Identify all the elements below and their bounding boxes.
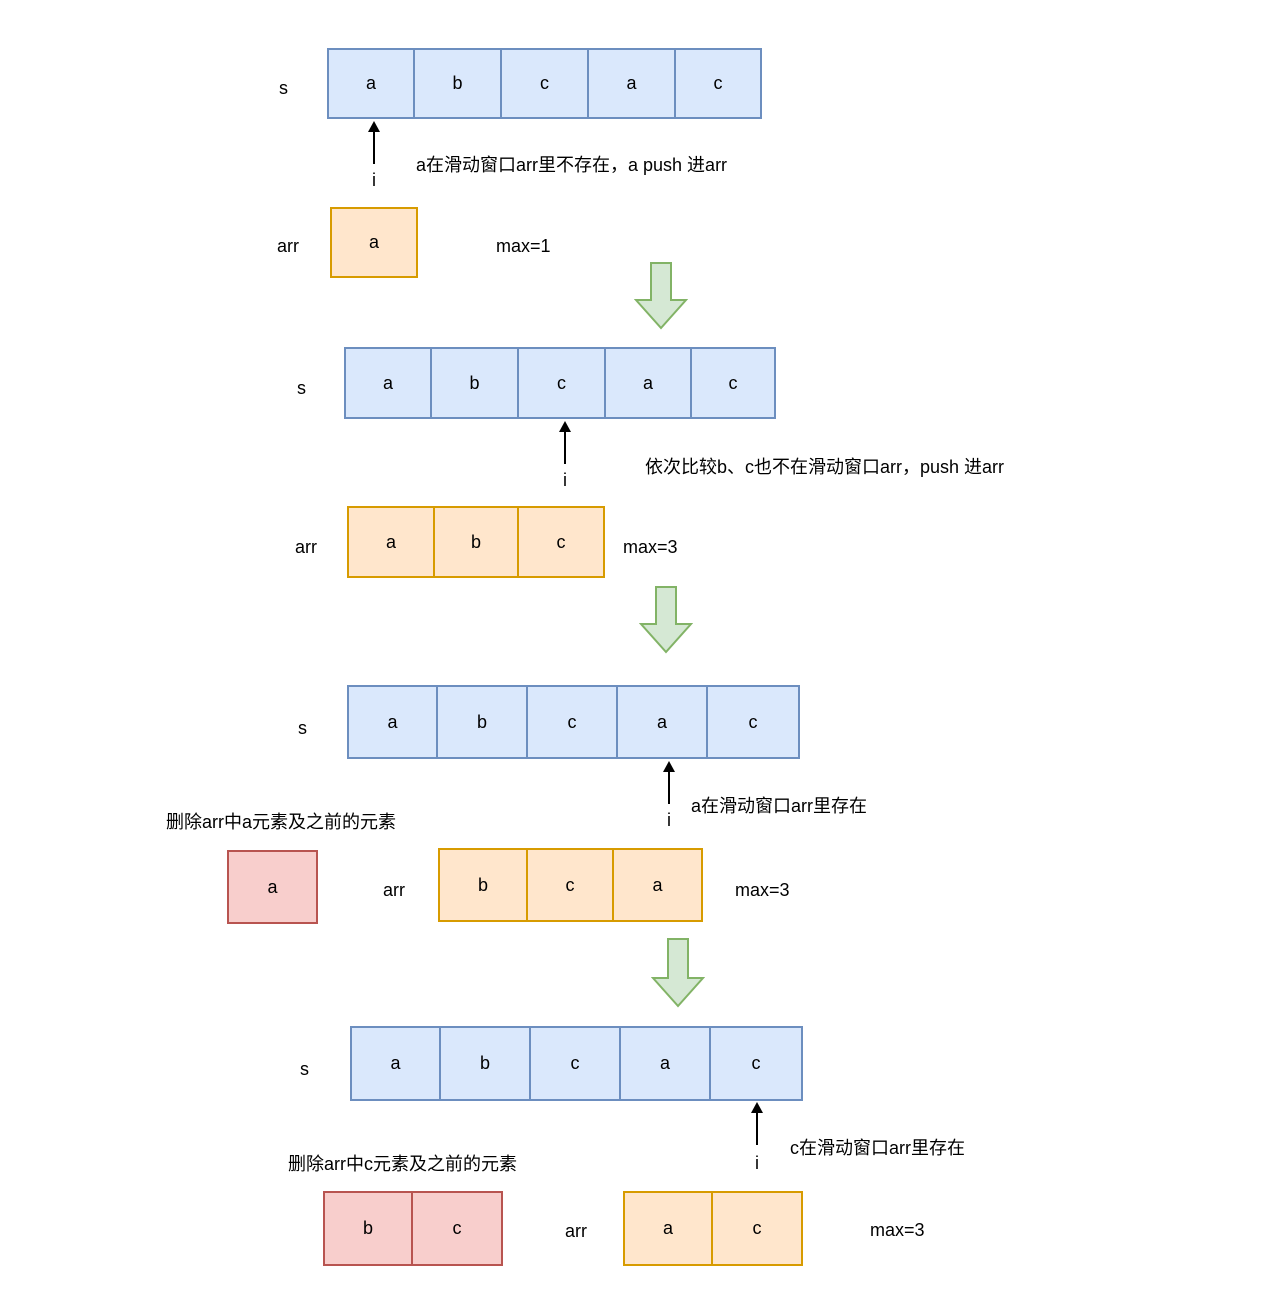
s-label: s <box>300 1059 309 1079</box>
arr-label: arr <box>277 236 299 256</box>
arr-cell: b <box>438 848 528 922</box>
arr-cell: c <box>528 848 614 922</box>
s-cell: a <box>618 685 708 759</box>
arr-cell: c <box>519 506 605 578</box>
s-cell: a <box>344 347 432 419</box>
s-cell: c <box>531 1026 621 1101</box>
removed-cell: b <box>323 1191 413 1266</box>
s-cell: c <box>519 347 606 419</box>
arr-cell: a <box>614 848 703 922</box>
i-label: i <box>667 810 671 830</box>
i-pointer: i <box>364 120 384 190</box>
s-label: s <box>297 378 306 398</box>
s-cell: c <box>676 48 762 119</box>
max-value: max=3 <box>623 537 678 557</box>
up-arrow-icon <box>559 421 571 464</box>
arr-label: arr <box>383 880 405 900</box>
arr-cell: a <box>623 1191 713 1266</box>
s-cell: a <box>606 347 692 419</box>
s-cell: c <box>502 48 589 119</box>
arr-cell: b <box>435 506 519 578</box>
arr-cell: c <box>713 1191 803 1266</box>
arr-array: a b c <box>347 506 605 578</box>
s-cell: c <box>708 685 800 759</box>
s-array: a b c a c <box>350 1026 803 1101</box>
s-cell: c <box>692 347 776 419</box>
arr-label: arr <box>565 1221 587 1241</box>
i-pointer: i <box>659 760 679 830</box>
removed-note: 删除arr中a元素及之前的元素 <box>166 812 397 832</box>
i-label: i <box>755 1153 759 1173</box>
step-note: a在滑动窗口arr里不存在，a push 进arr <box>416 155 728 175</box>
up-arrow-icon <box>663 761 675 804</box>
down-arrow-icon <box>651 938 705 1008</box>
step-note: 依次比较b、c也不在滑动窗口arr，push 进arr <box>645 457 1005 477</box>
step-note: c在滑动窗口arr里存在 <box>790 1138 965 1158</box>
i-label: i <box>563 470 567 490</box>
removed-note: 删除arr中c元素及之前的元素 <box>288 1154 517 1174</box>
i-label: i <box>372 170 376 190</box>
s-cell: a <box>350 1026 441 1101</box>
up-arrow-icon <box>751 1102 763 1145</box>
s-cell: c <box>528 685 618 759</box>
i-pointer: i <box>747 1101 767 1173</box>
arr-array: a <box>330 207 418 278</box>
arr-label: arr <box>295 537 317 557</box>
arr-cell: a <box>347 506 435 578</box>
s-cell: a <box>327 48 415 119</box>
max-value: max=3 <box>870 1220 925 1240</box>
arr-cell: a <box>330 207 418 278</box>
s-cell: b <box>438 685 528 759</box>
s-cell: c <box>711 1026 803 1101</box>
s-cell: a <box>621 1026 711 1101</box>
arr-array: b c a <box>438 848 703 922</box>
arr-array: a c <box>623 1191 803 1266</box>
s-cell: b <box>415 48 502 119</box>
s-cell: b <box>432 347 519 419</box>
removed-cell: a <box>227 850 318 924</box>
max-value: max=3 <box>735 880 790 900</box>
i-pointer: i <box>555 420 575 490</box>
s-label: s <box>279 78 288 98</box>
s-cell: a <box>589 48 676 119</box>
up-arrow-icon <box>368 121 380 164</box>
s-label: s <box>298 718 307 738</box>
down-arrow-icon <box>639 586 693 654</box>
s-array: a b c a c <box>347 685 800 759</box>
s-cell: b <box>441 1026 531 1101</box>
max-value: max=1 <box>496 236 551 256</box>
removed-array: a <box>227 850 318 924</box>
removed-array: b c <box>323 1191 503 1266</box>
step-note: a在滑动窗口arr里存在 <box>691 796 868 816</box>
removed-cell: c <box>413 1191 503 1266</box>
s-array: a b c a c <box>327 48 762 119</box>
s-cell: a <box>347 685 438 759</box>
s-array: a b c a c <box>344 347 776 419</box>
down-arrow-icon <box>634 262 688 330</box>
